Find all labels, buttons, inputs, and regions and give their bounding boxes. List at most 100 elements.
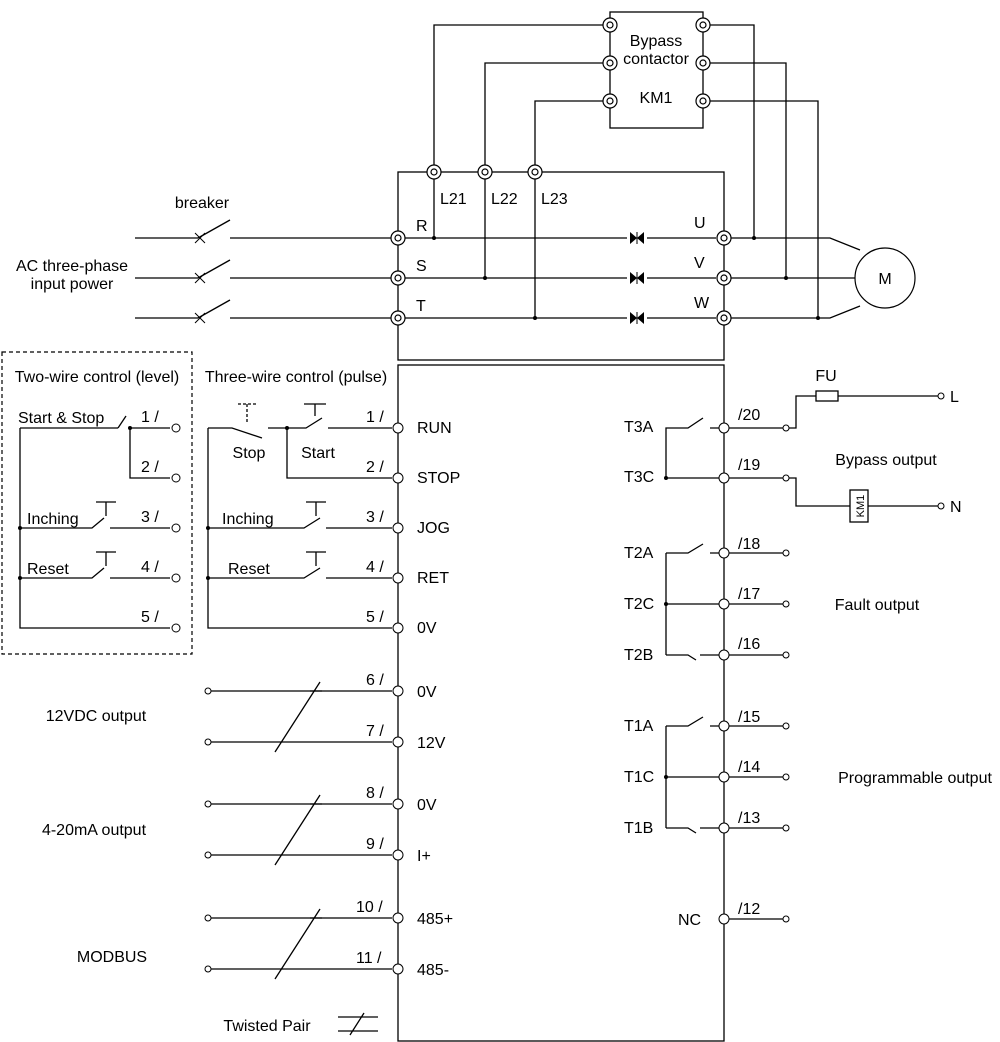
- terminal-t2c: T2C: [624, 596, 654, 613]
- motor-label: M: [878, 271, 891, 288]
- bypass-wire-l21: [433, 24, 610, 172]
- terminal-t2b: T2B: [624, 647, 653, 664]
- two-wire-reset-label: Reset: [27, 561, 69, 578]
- left-terminal-num-11: 11 /: [356, 950, 382, 967]
- terminal-12v: 12V: [417, 735, 446, 752]
- twisted-pair-symbols: [274, 681, 322, 980]
- terminal-w: W: [694, 295, 710, 312]
- right-terminal-num-14: /14: [738, 759, 760, 776]
- terminal-i-plus: I+: [417, 848, 431, 865]
- bypass-wire-l22: [484, 62, 610, 172]
- terminal-t1a: T1A: [624, 718, 654, 735]
- three-wire-title: Three-wire control (pulse): [205, 369, 387, 386]
- two-wire-num-2: 2 /: [141, 459, 159, 476]
- right-terminal-rings: [718, 422, 730, 925]
- control-section-box: [397, 364, 725, 1042]
- group-12vdc-output: 12VDC output: [46, 708, 147, 725]
- left-terminal-num-1: 1 /: [366, 409, 384, 426]
- terminal-n: N: [950, 499, 962, 516]
- breaker-symbol: [194, 219, 231, 324]
- bypass-wire-w: [703, 100, 819, 318]
- left-terminal-num-8: 8 /: [366, 785, 384, 802]
- power-section-box: [397, 171, 725, 361]
- terminal-l: L: [950, 389, 959, 406]
- two-wire-title: Two-wire control (level): [15, 369, 179, 386]
- terminal-0v-3: 0V: [417, 797, 437, 814]
- bypass-terminal-rings: [426, 164, 543, 180]
- input-lines: [135, 237, 392, 319]
- terminal-l23: L23: [541, 191, 568, 208]
- contactor-terminals: [602, 17, 711, 109]
- three-wire-start-label: Start: [301, 445, 335, 462]
- terminal-stop: STOP: [417, 470, 460, 487]
- left-terminal-wires: [208, 690, 392, 970]
- right-terminal-num-18: /18: [738, 536, 760, 553]
- two-wire-num-3: 3 /: [141, 509, 159, 526]
- terminal-t3c: T3C: [624, 469, 654, 486]
- terminal-t: T: [416, 298, 426, 315]
- three-wire-inching-label: Inching: [222, 511, 274, 528]
- right-terminal-num-20: /20: [738, 407, 760, 424]
- group-modbus: MODBUS: [77, 949, 147, 966]
- terminal-nc: NC: [678, 912, 701, 929]
- input-power-label-1: AC three-phase: [16, 258, 128, 275]
- terminal-t1c: T1C: [624, 769, 654, 786]
- two-wire-num-4: 4 /: [141, 559, 159, 576]
- bypass-contactor-label-2: contactor: [623, 51, 689, 68]
- bypass-output-wiring: [789, 395, 938, 507]
- fault-output-label: Fault output: [835, 597, 920, 614]
- right-open-terminals: [782, 424, 790, 923]
- right-terminal-num-19: /19: [738, 457, 760, 474]
- bypass-contactor-id: KM1: [640, 90, 673, 107]
- group-4-20ma-output: 4-20mA output: [42, 822, 147, 839]
- terminal-t2a: T2A: [624, 545, 654, 562]
- terminal-t3a: T3A: [624, 419, 654, 436]
- left-terminal-rings: [392, 422, 404, 975]
- bypass-contactor-box: [609, 11, 704, 129]
- right-terminal-num-15: /15: [738, 709, 760, 726]
- breaker-label: breaker: [175, 195, 230, 212]
- terminal-ret: RET: [417, 570, 449, 587]
- right-terminal-num-12: /12: [738, 901, 760, 918]
- output-terminal-rings: [716, 230, 732, 326]
- thyristor-symbols: [630, 232, 644, 324]
- twisted-pair-label: Twisted Pair: [223, 1018, 311, 1035]
- two-wire-terminals: [171, 423, 181, 633]
- two-wire-wiring: [18, 415, 170, 629]
- right-terminal-num-13: /13: [738, 810, 760, 827]
- twisted-pair-legend-icon: [338, 1012, 378, 1036]
- left-terminal-num-10: 10 /: [356, 899, 383, 916]
- left-terminal-num-4: 4 /: [366, 559, 384, 576]
- km1-coil-label: KM1: [855, 495, 867, 518]
- left-terminal-num-5: 5 /: [366, 609, 384, 626]
- fuse-label: FU: [815, 368, 836, 385]
- left-terminal-num-7: 7 /: [366, 723, 384, 740]
- terminal-jog: JOG: [417, 520, 450, 537]
- motor-symbol: [854, 247, 916, 309]
- fuse-symbol: [815, 390, 839, 402]
- km1-coil-symbol: [849, 489, 869, 523]
- two-wire-box: [1, 351, 193, 655]
- bypass-contactor-label-1: Bypass: [630, 33, 682, 50]
- input-terminal-rings: [390, 230, 406, 326]
- terminal-s: S: [416, 258, 427, 275]
- input-power-label-2: input power: [31, 276, 114, 293]
- terminal-0v-2: 0V: [417, 684, 437, 701]
- inner-power-wiring: [404, 172, 716, 320]
- bypass-wire-u: [703, 24, 755, 238]
- terminal-0v-1: 0V: [417, 620, 437, 637]
- bypass-wire-l23: [534, 100, 610, 172]
- two-wire-num-5: 5 /: [141, 609, 159, 626]
- two-wire-start-stop-label: Start & Stop: [18, 410, 104, 427]
- terminal-t1b: T1B: [624, 820, 653, 837]
- terminal-l22: L22: [491, 191, 518, 208]
- motor-wiring: [731, 236, 861, 320]
- terminal-u: U: [694, 215, 706, 232]
- left-terminal-num-9: 9 /: [366, 836, 384, 853]
- two-wire-num-1: 1 /: [141, 409, 159, 426]
- terminal-l21: L21: [440, 191, 467, 208]
- bypass-output-label: Bypass output: [835, 452, 937, 469]
- three-wire-stop-label: Stop: [233, 445, 266, 462]
- left-terminal-num-3: 3 /: [366, 509, 384, 526]
